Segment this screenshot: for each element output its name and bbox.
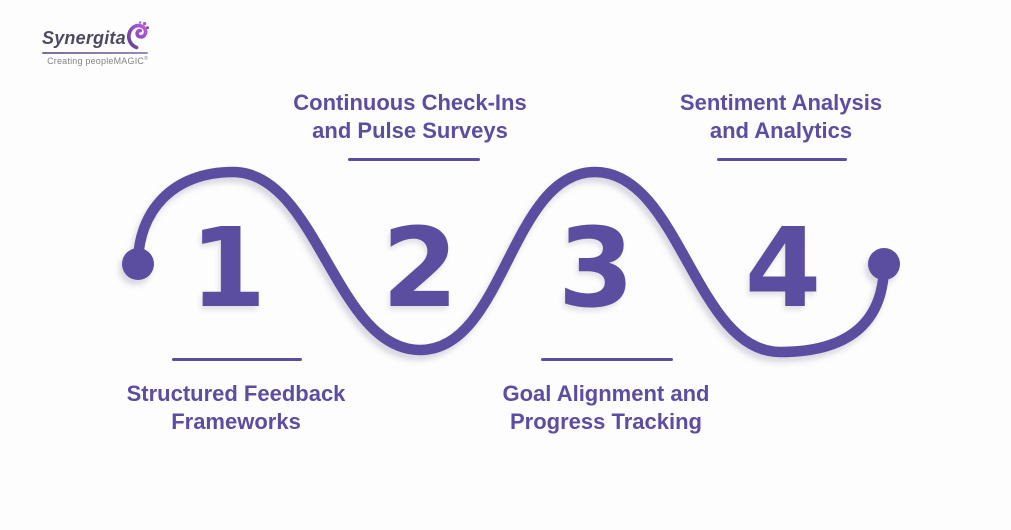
step-4-rule bbox=[717, 158, 847, 161]
logo-tagline: Creating peopleMAGIC® bbox=[42, 56, 148, 67]
wave-start-dot bbox=[122, 248, 154, 280]
step-4-label-line1: Sentiment Analysis bbox=[679, 90, 883, 115]
step-1-number: 1 bbox=[189, 204, 267, 332]
step-3-label: Goal Alignment and Progress Tracking bbox=[446, 380, 766, 436]
step-3-label-line1: Goal Alignment and bbox=[502, 381, 710, 406]
synergita-logo: Synergita Creating peopleMAGIC® bbox=[42, 20, 152, 67]
step-3-number: 3 bbox=[557, 204, 635, 332]
wave-end-dot bbox=[868, 248, 900, 280]
step-1-label-line2: Frameworks bbox=[171, 409, 301, 434]
step-1-label: Structured Feedback Frameworks bbox=[76, 380, 396, 436]
step-2-label-line1: Continuous Check-Ins bbox=[293, 90, 527, 115]
step-4-label: Sentiment Analysis and Analytics bbox=[621, 89, 941, 145]
registered-mark: ® bbox=[144, 56, 148, 62]
step-2-rule bbox=[348, 158, 480, 161]
step-4-number: 4 bbox=[744, 204, 822, 332]
step-1-rule bbox=[172, 358, 302, 361]
logo-row: Synergita bbox=[42, 20, 152, 50]
logo-wordmark: Synergita bbox=[42, 28, 126, 48]
wave-curve bbox=[132, 166, 890, 358]
step-4-label-line2: and Analytics bbox=[709, 118, 853, 143]
step-2-label: Continuous Check-Ins and Pulse Surveys bbox=[250, 89, 570, 145]
step-3-label-line2: Progress Tracking bbox=[510, 409, 702, 434]
step-2-number: 2 bbox=[381, 204, 459, 332]
step-1-label-line1: Structured Feedback bbox=[126, 381, 346, 406]
step-3-rule bbox=[541, 358, 673, 361]
logo-tagline-text: Creating peopleMAGIC bbox=[47, 56, 145, 66]
swirl-logo-icon bbox=[126, 21, 149, 50]
step-2-label-line2: and Pulse Surveys bbox=[312, 118, 508, 143]
logo-divider bbox=[42, 52, 148, 54]
